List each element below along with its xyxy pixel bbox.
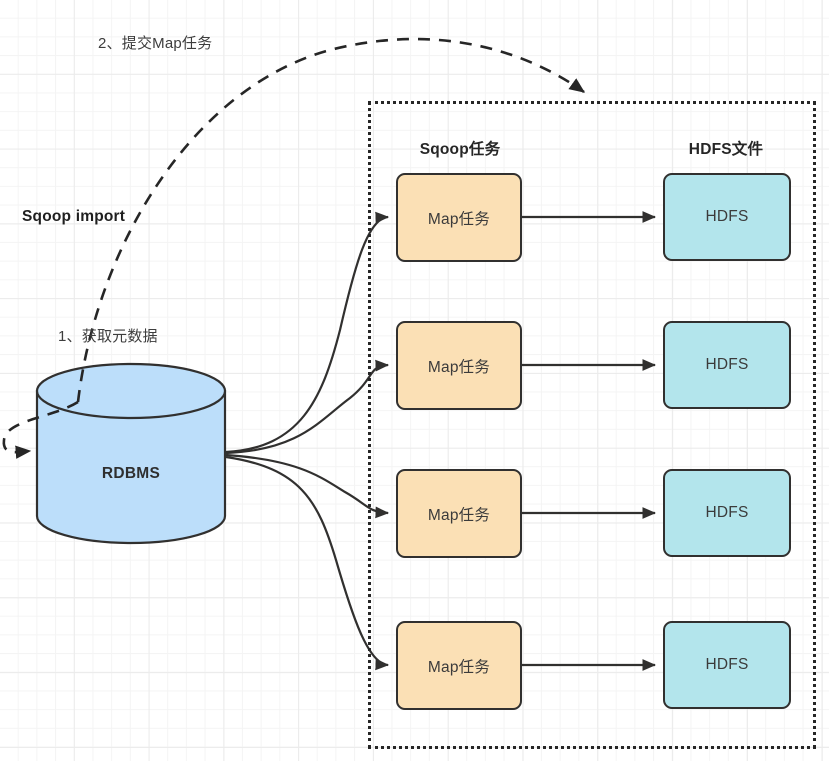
column-header-hdfs-files: HDFS文件 <box>688 141 764 158</box>
fanout-edges <box>225 211 390 671</box>
hdfs-file-box-1[interactable]: HDFS <box>663 173 791 261</box>
map-task-box-3[interactable]: Map任务 <box>396 469 522 558</box>
sqoop-job-group-frame <box>368 101 816 749</box>
hdfs-file-box-2[interactable]: HDFS <box>663 321 791 409</box>
column-header-sqoop-tasks: Sqoop任务 <box>419 141 501 158</box>
hdfs-file-box-4[interactable]: HDFS <box>663 621 791 709</box>
rdbms-cylinder-shape <box>35 362 227 545</box>
map-task-box-2[interactable]: Map任务 <box>396 321 522 410</box>
annotation-sqoop-import: Sqoop import <box>22 208 126 225</box>
rdbms-label: RDBMS <box>101 465 161 482</box>
annotation-fetch-metadata: 1、获取元数据 <box>58 328 158 345</box>
hdfs-file-box-3[interactable]: HDFS <box>663 469 791 557</box>
map-task-box-4[interactable]: Map任务 <box>396 621 522 710</box>
dashed-metadata-edge <box>2 400 79 459</box>
annotation-submit-map-task: 2、提交Map任务 <box>98 35 213 52</box>
map-task-box-1[interactable]: Map任务 <box>396 173 522 262</box>
